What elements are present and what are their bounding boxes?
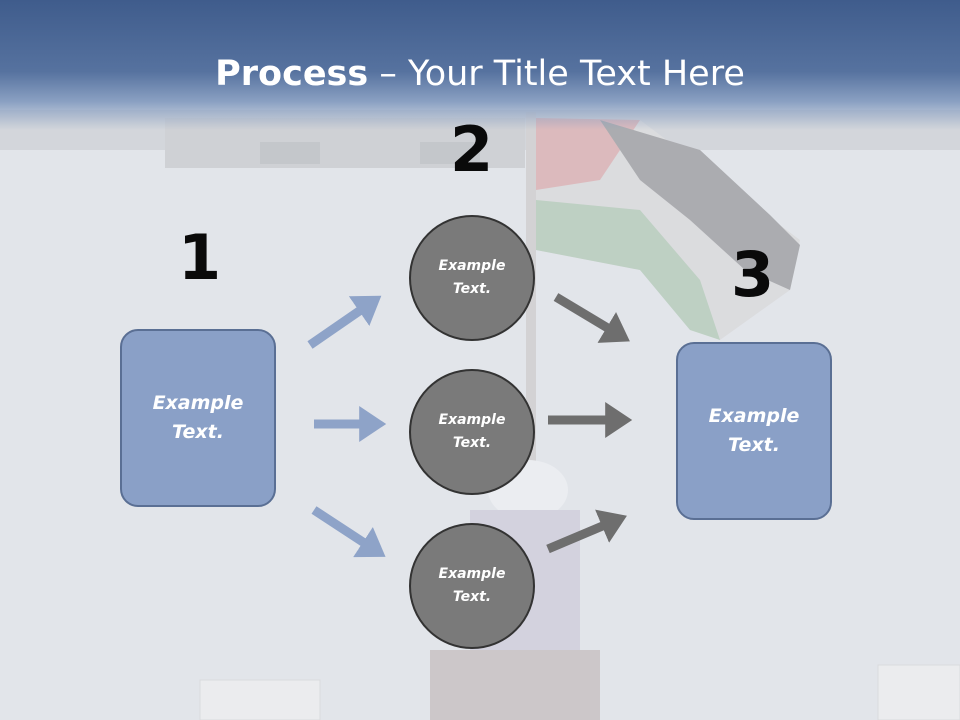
circle-middle: Example Text. xyxy=(409,369,535,495)
title-rest: – Your Title Text Here xyxy=(368,54,745,94)
title-band xyxy=(0,0,960,130)
page-title: Process – Your Title Text Here xyxy=(0,52,960,96)
circle-bottom: Example Text. xyxy=(409,523,535,649)
step-number-1: 1 xyxy=(178,221,222,294)
step-number-2: 2 xyxy=(450,113,494,186)
circle-top: Example Text. xyxy=(409,215,535,341)
title-bold: Process xyxy=(215,54,369,94)
step-number-3: 3 xyxy=(731,238,775,311)
left-box: Example Text. xyxy=(120,329,276,507)
right-box: Example Text. xyxy=(676,342,832,520)
